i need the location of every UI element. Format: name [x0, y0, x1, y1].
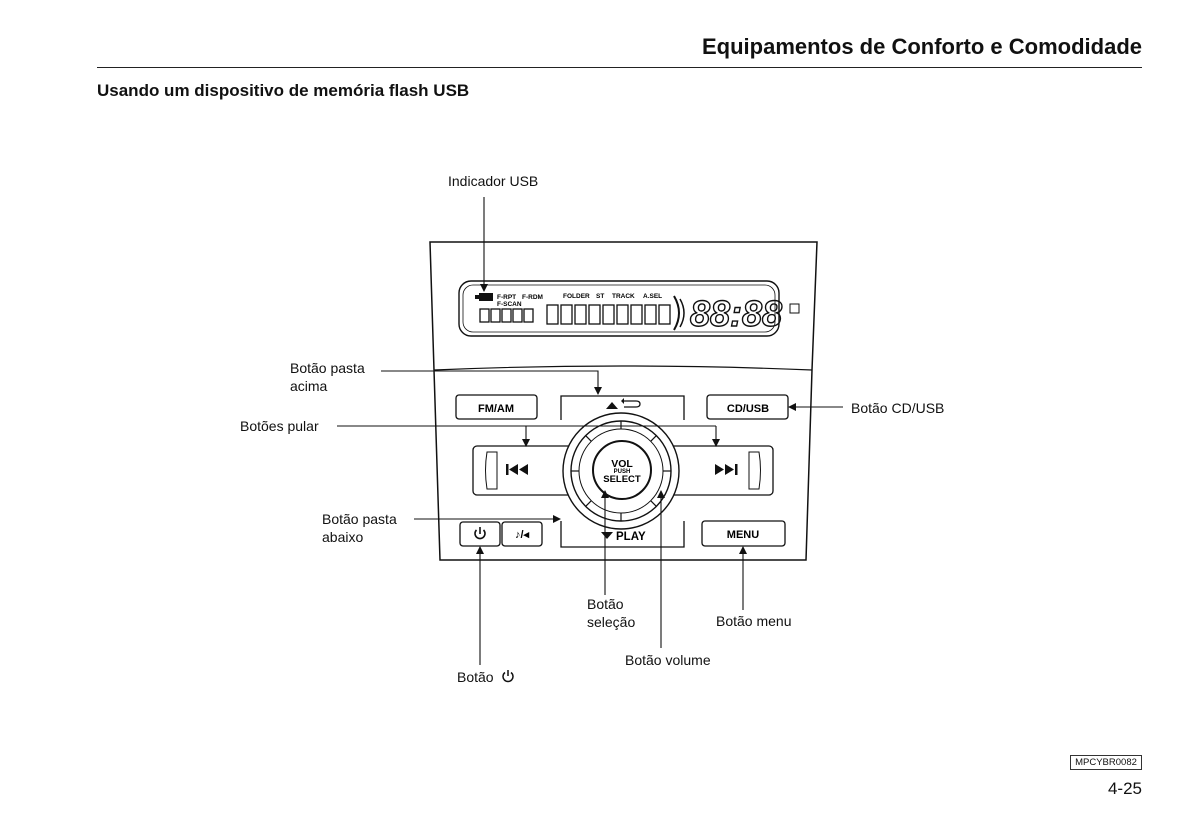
callout-select-button-2: seleção: [587, 614, 636, 630]
power-icon: [474, 527, 486, 540]
cd-usb-label: CD/USB: [727, 403, 769, 415]
callout-skip-buttons: Botões pular: [240, 418, 319, 434]
display-st: ST: [596, 293, 604, 300]
select-knob[interactable]: VOL PUSH SELECT: [592, 440, 652, 500]
note-speaker-icon: ♪/◂: [515, 529, 530, 541]
display-a-sel: A.SEL: [643, 293, 662, 300]
vol-label: VOL: [611, 458, 633, 470]
folder-up-button[interactable]: [560, 395, 685, 420]
callout-cd-usb-button: Botão CD/USB: [851, 400, 945, 416]
callout-folder-down-2: abaixo: [322, 529, 364, 545]
display-clock: 88:88: [690, 293, 782, 334]
display-f-scan: F-SCAN: [497, 301, 522, 308]
skip-forward-icon: [715, 464, 738, 475]
cd-usb-button[interactable]: CD/USB: [706, 394, 789, 420]
callout-select-button-1: Botão: [587, 596, 624, 612]
figure-ref-code: MPCYBR0082: [1070, 755, 1142, 770]
header-rule: [97, 67, 1142, 68]
callout-power-button: Botão: [457, 668, 515, 686]
display-f-rpt: F-RPT: [497, 294, 516, 301]
power-button[interactable]: [459, 521, 501, 547]
callout-folder-up-1: Botão pasta: [290, 360, 365, 376]
section-title: Equipamentos de Conforto e Comodidade: [701, 34, 1142, 59]
fm-am-label: FM/AM: [478, 403, 514, 415]
callout-usb-indicator: Indicador USB: [448, 173, 539, 189]
display-track: TRACK: [612, 293, 635, 300]
callout-menu-button: Botão menu: [716, 613, 792, 629]
menu-button[interactable]: MENU: [701, 520, 786, 547]
display-folder: FOLDER: [563, 293, 590, 300]
play-label: PLAY: [616, 531, 646, 543]
display-f-rdm: F-RDM: [522, 294, 543, 301]
menu-label: MENU: [727, 529, 759, 541]
power-icon: [502, 670, 515, 683]
folder-down-play-button[interactable]: PLAY: [560, 521, 685, 548]
fm-am-button[interactable]: FM/AM: [455, 394, 538, 420]
push-label: PUSH: [614, 469, 631, 475]
callout-power-label: Botão: [457, 669, 494, 685]
callout-lines: [337, 197, 843, 665]
lcd-segment-row: [479, 295, 685, 331]
callout-folder-down-1: Botão pasta: [322, 511, 397, 527]
skip-back-button[interactable]: [506, 464, 528, 475]
callout-volume-button: Botão volume: [625, 652, 711, 668]
lcd-display: F-RPT F-RDM F-SCAN FOLDER ST TRACK A.SEL…: [458, 280, 800, 337]
page-subtitle: Usando um dispositivo de memória flash U…: [97, 81, 470, 100]
audio-button[interactable]: ♪/◂: [501, 521, 543, 547]
page-number: 4-25: [1107, 779, 1142, 798]
skip-forward-button[interactable]: [715, 464, 738, 475]
eject-return-icon: [606, 398, 641, 409]
callout-folder-up-2: acima: [290, 378, 328, 394]
select-label: SELECT: [603, 474, 641, 485]
skip-back-icon: [506, 464, 528, 475]
usb-icon: [475, 293, 493, 301]
